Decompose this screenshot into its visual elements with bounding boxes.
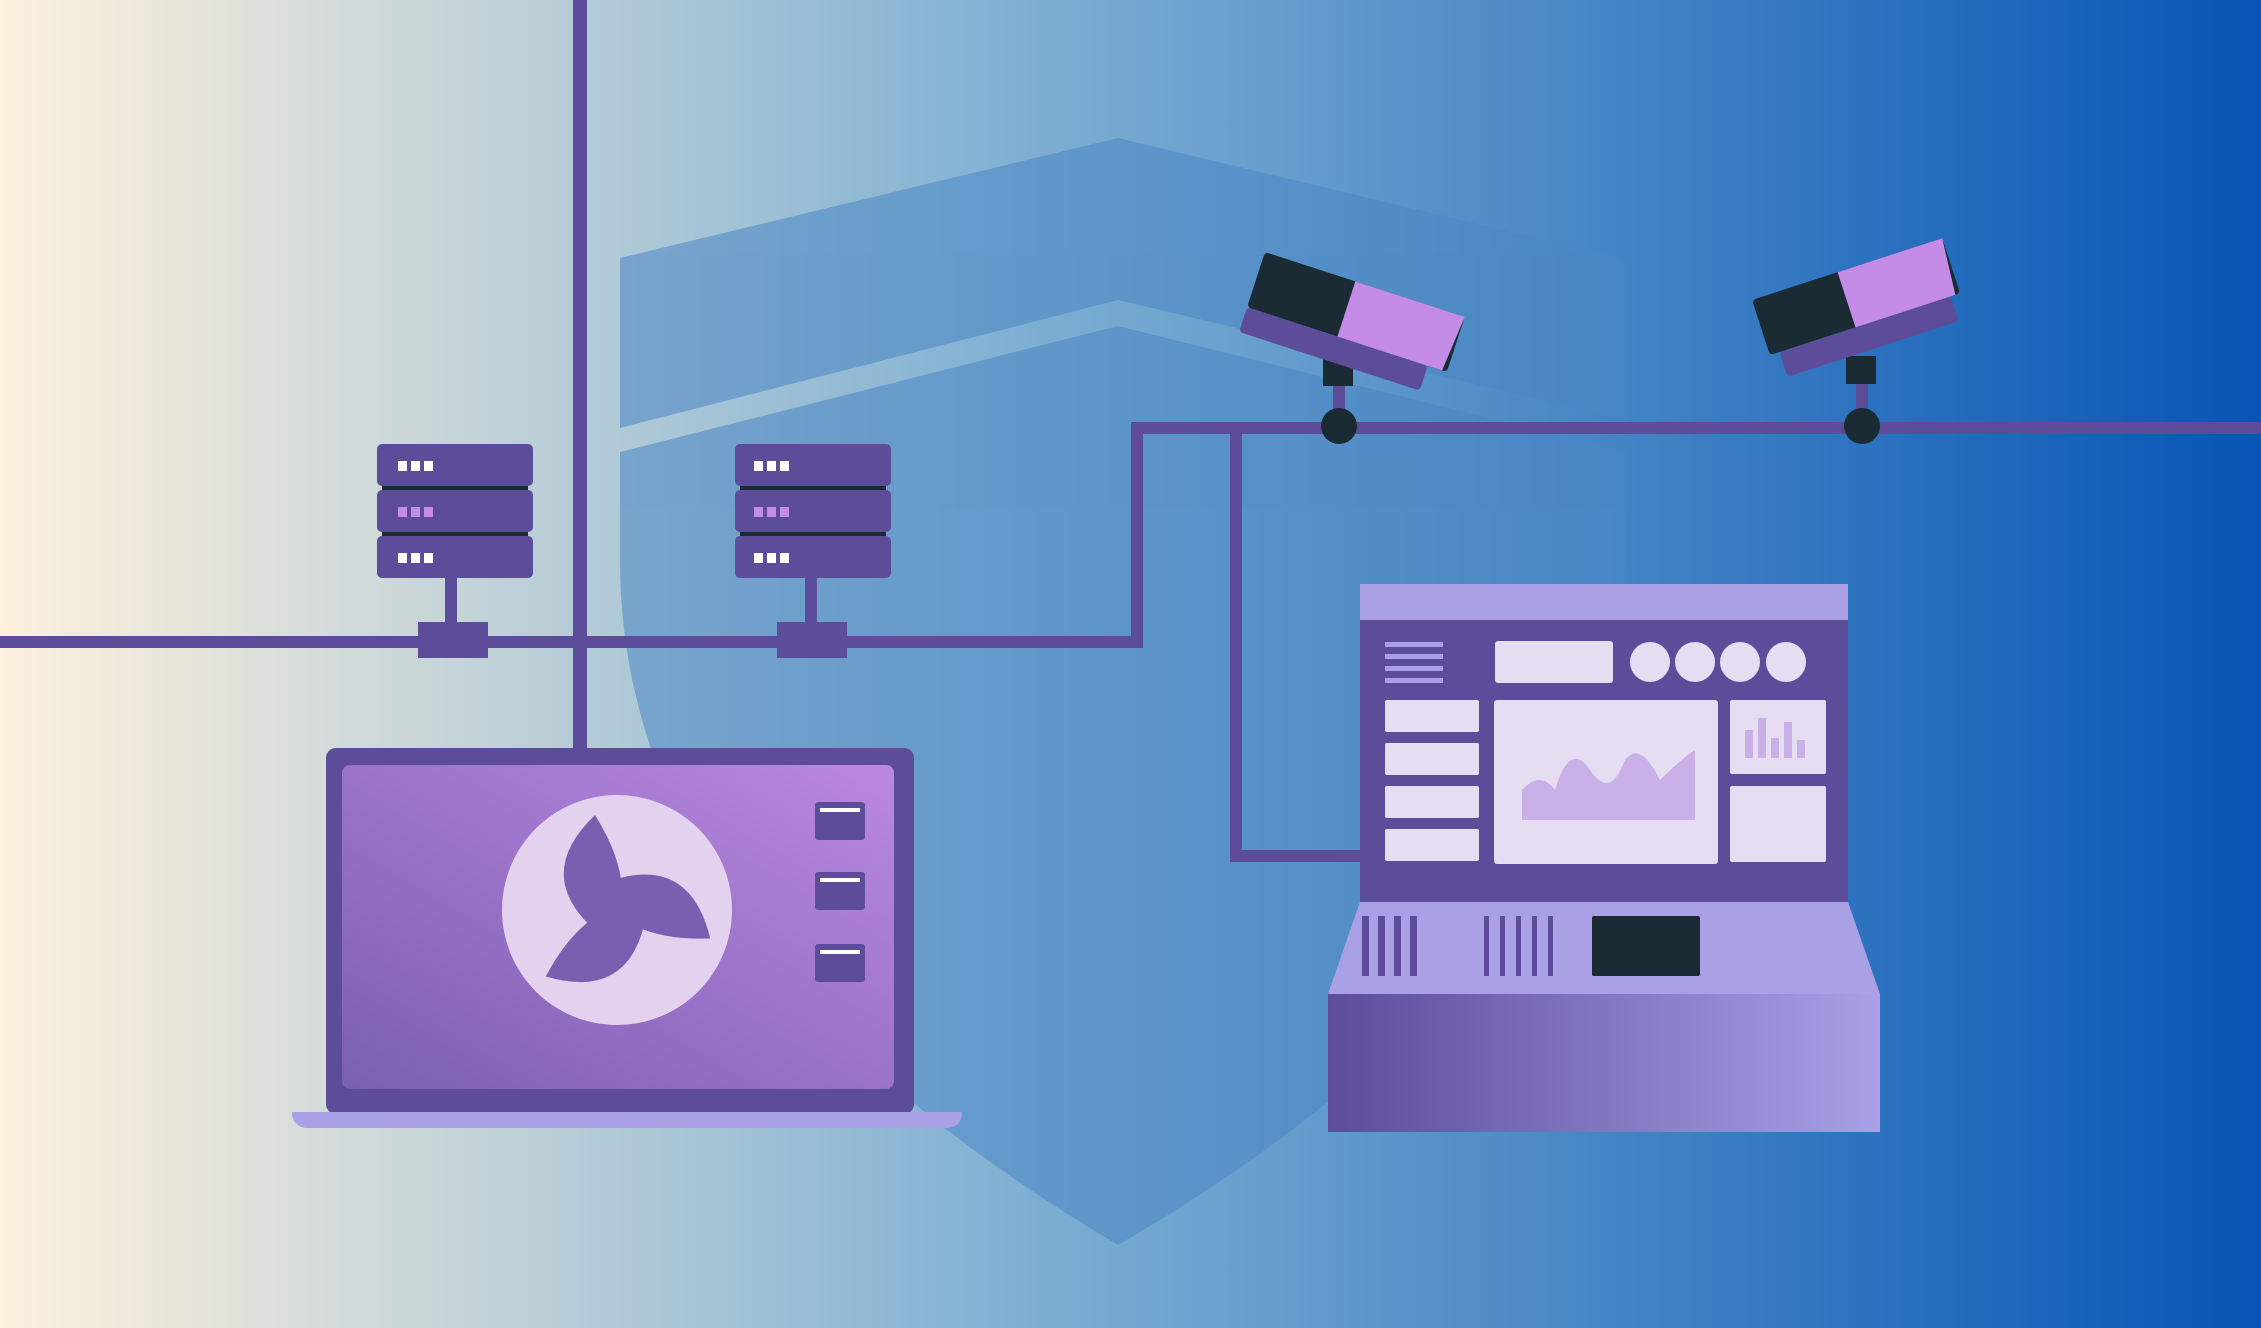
gauge-dial-icon [1630, 642, 1670, 682]
network-lines [0, 0, 2261, 862]
server-rack-icon [377, 444, 533, 658]
control-console [1328, 584, 1880, 1132]
folder-icon [815, 872, 865, 910]
gauge-dial-icon [1675, 642, 1715, 682]
gauge-dial-icon [1720, 642, 1760, 682]
console-base [1328, 994, 1880, 1132]
folder-icon [815, 802, 865, 840]
line-chart-icon [1522, 750, 1695, 820]
folder-icon [815, 944, 865, 982]
keypad-screen [1592, 916, 1700, 976]
security-camera-icon [1240, 253, 1465, 444]
laptop [292, 748, 962, 1128]
security-camera-icon [1753, 238, 1960, 444]
monitor-screen [1494, 700, 1718, 864]
gauge-dial-icon [1766, 642, 1806, 682]
triskelion-logo-icon [502, 795, 732, 1025]
bar-chart-icon [1745, 718, 1805, 758]
server-rack-icon [735, 444, 891, 658]
